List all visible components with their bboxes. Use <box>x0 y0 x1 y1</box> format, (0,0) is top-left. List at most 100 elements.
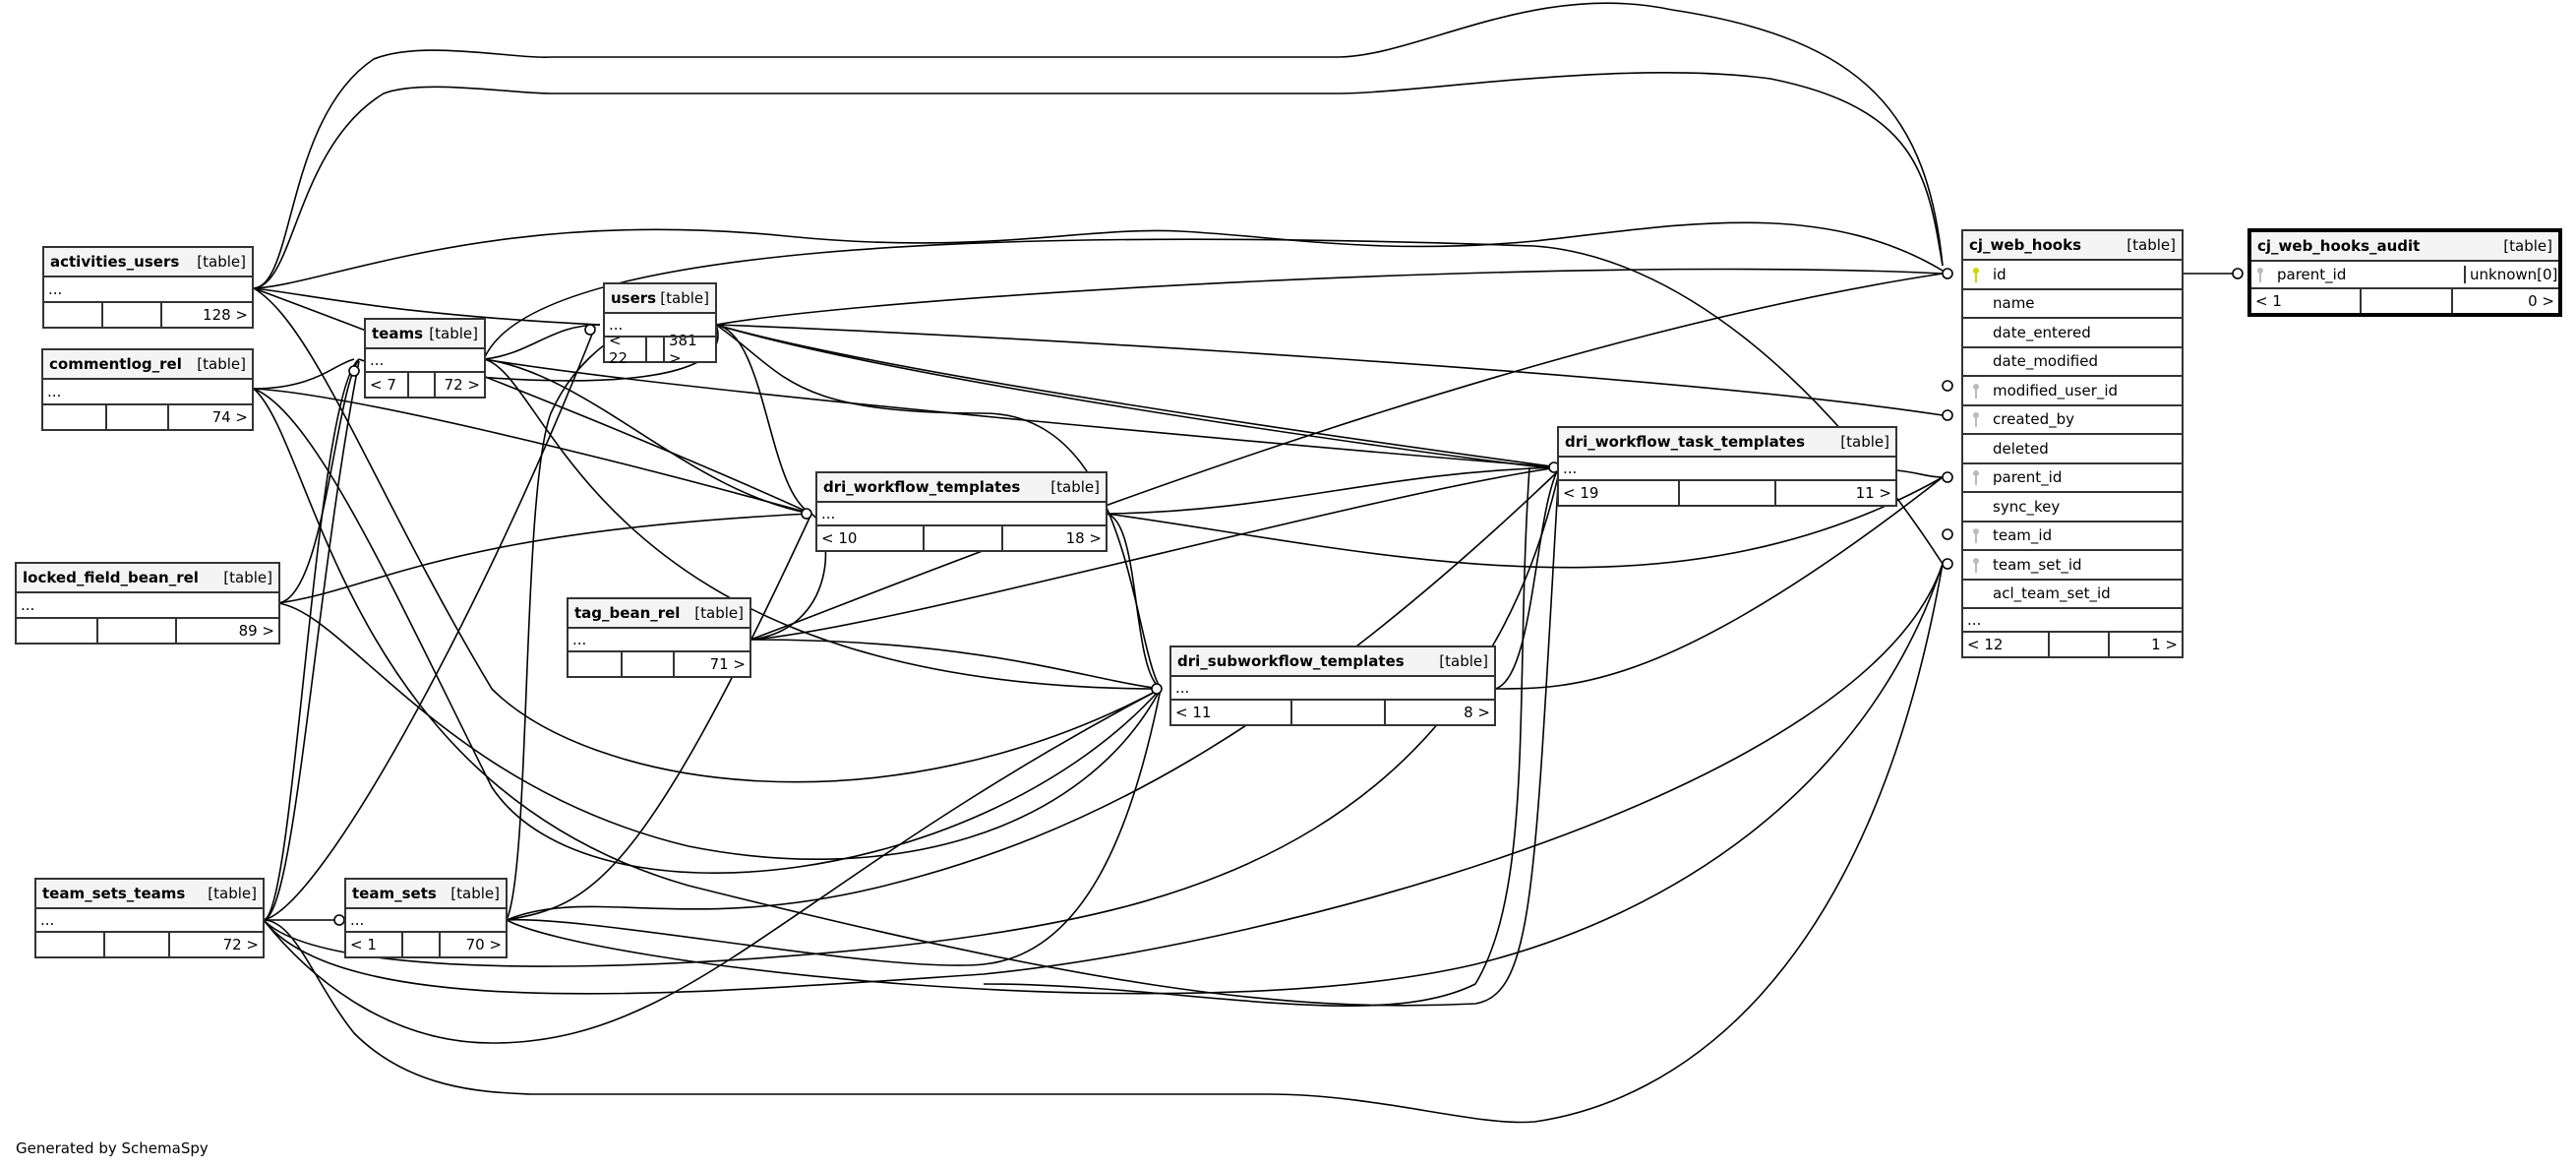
table-name: tag_bean_rel <box>574 604 681 622</box>
foreign-key-icon <box>1967 383 1985 399</box>
relationship-edge <box>263 358 360 921</box>
table-commentlog-rel[interactable]: commentlog_rel[table] ... 74 > <box>41 348 254 431</box>
column-count <box>105 933 170 956</box>
table-name: dri_subworkflow_templates <box>1177 652 1405 670</box>
zero-marker <box>1942 380 1953 392</box>
parent-count[interactable]: < 22 <box>605 332 647 367</box>
table-tag-bean-rel[interactable]: tag_bean_rel [table] ... 71 > <box>567 597 751 678</box>
table-type: [table] <box>1050 478 1100 496</box>
primary-key-icon <box>1967 267 1985 282</box>
child-count[interactable]: 70 > <box>465 936 502 953</box>
column-row[interactable]: sync_key <box>1963 493 2182 523</box>
table-cj-web-hooks-audit[interactable]: cj_web_hooks_audit [table] parent_id unkn… <box>2247 228 2562 317</box>
column-row[interactable]: name <box>1963 290 2182 319</box>
column-row[interactable]: parent_id unknown[0] <box>2251 262 2558 289</box>
column-row[interactable]: deleted <box>1963 435 2182 464</box>
parent-count[interactable]: < 10 <box>817 526 925 550</box>
zero-marker <box>584 324 596 336</box>
child-count[interactable]: 71 > <box>709 655 746 673</box>
table-activities-users[interactable]: activities_users[table] ... 128 > <box>42 246 254 329</box>
table-name: cj_web_hooks_audit <box>2257 237 2421 255</box>
child-count[interactable]: 72 > <box>444 376 480 394</box>
column-name: modified_user_id <box>1993 381 2119 400</box>
column-name: acl_team_set_id <box>1993 584 2111 603</box>
relationship-edge <box>715 268 1944 326</box>
foreign-key-icon <box>2251 267 2269 282</box>
table-team-sets-teams[interactable]: team_sets_teams[table] ... 72 > <box>34 878 265 958</box>
child-count[interactable]: 18 > <box>1065 529 1102 547</box>
table-type: [table] <box>223 569 272 586</box>
parent-count[interactable]: < 1 <box>2251 289 2362 313</box>
table-type: [table] <box>2503 237 2552 255</box>
child-count[interactable]: 72 > <box>222 936 259 953</box>
relationship-edge <box>276 602 1162 860</box>
column-row[interactable]: modified_user_id <box>1963 377 2182 406</box>
columns-ellipsis: ... <box>366 349 484 373</box>
table-type: [table] <box>208 885 257 902</box>
column-row[interactable]: created_by <box>1963 406 2182 435</box>
column-count <box>925 526 1003 550</box>
relationship-edge <box>506 688 1162 966</box>
child-count[interactable]: 1 > <box>2151 636 2178 653</box>
column-row[interactable]: date_entered <box>1963 319 2182 348</box>
zero-marker <box>333 914 345 926</box>
table-type: [table] <box>1840 433 1889 451</box>
parent-count[interactable]: < 1 <box>346 933 403 956</box>
relationship-edge <box>506 563 1944 995</box>
relationship-edge <box>253 2 1944 289</box>
table-dri-subworkflow-templates[interactable]: dri_subworkflow_templates[table] ... < 1… <box>1169 645 1496 726</box>
relationship-edge <box>715 324 812 515</box>
child-count[interactable]: 381 > <box>669 332 697 367</box>
parent-count[interactable]: < 7 <box>366 373 409 397</box>
parent-count[interactable] <box>44 303 103 327</box>
child-count[interactable]: 8 > <box>1464 704 1490 721</box>
relationship-edge <box>506 513 812 921</box>
relationship-edge <box>483 358 1560 468</box>
column-name: sync_key <box>1993 497 2061 516</box>
child-count[interactable]: 74 > <box>211 408 248 426</box>
parent-count[interactable]: < 11 <box>1171 701 1292 724</box>
table-type: [table] <box>2127 236 2176 254</box>
relationship-edge <box>253 72 1944 289</box>
columns-ellipsis: ... <box>569 629 749 652</box>
parent-count[interactable] <box>17 619 98 643</box>
table-dri-workflow-task-templates[interactable]: dri_workflow_task_templates[table] ... <… <box>1557 426 1897 507</box>
table-type: [table] <box>694 604 744 622</box>
column-row[interactable]: team_set_id <box>1963 551 2182 581</box>
relationship-edge <box>263 563 1944 1124</box>
column-row[interactable]: acl_team_set_id <box>1963 581 2182 609</box>
child-count[interactable]: 0 > <box>2528 292 2554 310</box>
column-row[interactable]: team_id <box>1963 523 2182 551</box>
generated-by-label: Generated by SchemaSpy <box>16 1139 209 1157</box>
child-count[interactable]: 128 > <box>203 306 248 324</box>
table-type: [table] <box>197 355 246 373</box>
parent-count[interactable]: < 12 <box>1963 633 2050 656</box>
zero-marker <box>1151 683 1163 695</box>
parent-count[interactable] <box>36 933 105 956</box>
column-count <box>98 619 177 643</box>
relationship-edge <box>983 466 1530 1007</box>
table-locked-field-bean-rel[interactable]: locked_field_bean_rel[table] ... 89 > <box>15 562 280 645</box>
relationship-edge <box>749 639 1162 690</box>
relationship-edge <box>483 358 1162 690</box>
column-row[interactable]: id <box>1963 261 2182 290</box>
relationship-edge <box>253 221 1944 289</box>
relationship-edge <box>483 358 812 515</box>
column-row[interactable]: date_modified <box>1963 348 2182 377</box>
column-count <box>2362 289 2453 313</box>
column-row[interactable]: parent_id <box>1963 464 2182 493</box>
table-name: commentlog_rel <box>49 355 182 373</box>
relationship-edge <box>276 358 360 604</box>
child-count[interactable]: 11 > <box>1855 484 1891 502</box>
child-count[interactable]: 89 > <box>238 622 274 640</box>
parent-count[interactable] <box>569 652 623 676</box>
column-name: parent_id <box>1993 468 2063 487</box>
parent-count[interactable]: < 19 <box>1559 481 1680 505</box>
parent-count[interactable] <box>43 405 107 429</box>
